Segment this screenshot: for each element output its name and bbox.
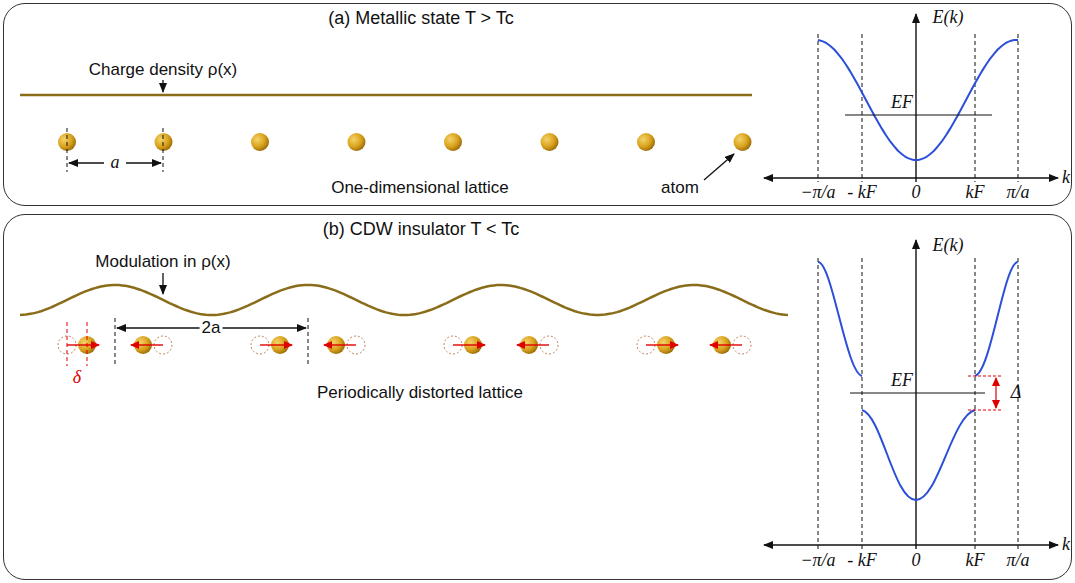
displacement-arrow xyxy=(260,344,292,345)
tick-label: −π/a xyxy=(800,551,835,571)
dimension-label: 2a xyxy=(200,319,223,338)
displacement-arrow xyxy=(517,344,549,345)
annotation: atom xyxy=(661,179,699,198)
dashed-guide xyxy=(67,128,68,172)
gap-label: Δ xyxy=(1011,383,1022,403)
gap-guides xyxy=(968,376,1002,410)
energy-band xyxy=(818,40,1018,160)
displacement-arrow xyxy=(710,344,742,345)
dashed-guide xyxy=(163,128,164,172)
tick-label: π/a xyxy=(1006,183,1029,203)
tick-label: - kF xyxy=(847,551,876,571)
charge-density-line xyxy=(20,94,752,97)
displacement-arrow xyxy=(453,344,485,345)
atom-row xyxy=(58,133,752,151)
fermi-level xyxy=(850,393,985,394)
dashed-guide xyxy=(308,318,309,366)
axis-label: k xyxy=(1062,535,1070,555)
annotation: Modulation in ρ(x) xyxy=(95,253,230,272)
dimension-arrow xyxy=(69,162,104,163)
charge-modulation xyxy=(20,285,788,315)
displacement-arrow xyxy=(67,344,99,345)
delta-label: δ xyxy=(73,368,81,388)
distorted-atom-row xyxy=(58,336,751,354)
delta-guide xyxy=(87,322,88,366)
tick-label: 0 xyxy=(912,551,921,571)
leader-arrow xyxy=(162,273,163,294)
leader-arrow xyxy=(704,154,734,180)
axis-label: E(k) xyxy=(933,8,964,28)
dashed-guide xyxy=(115,318,116,366)
dashed-guides xyxy=(818,258,1018,549)
fermi-label: EF xyxy=(889,371,915,391)
gap-arrow xyxy=(995,378,996,408)
leader-arrow xyxy=(162,80,163,92)
energy-axis xyxy=(915,14,916,182)
displacement-arrow xyxy=(324,344,356,345)
atom xyxy=(734,133,752,151)
displacement-arrow xyxy=(131,344,163,345)
caption-label: Periodically distorted lattice xyxy=(317,384,523,403)
fermi-level xyxy=(845,115,992,116)
delta-guide xyxy=(67,322,68,366)
dashed-guides xyxy=(818,34,1018,182)
caption-label: One-dimensional lattice xyxy=(331,179,509,198)
annotation: Charge density ρ(x) xyxy=(89,61,238,80)
k-axis xyxy=(764,544,1058,545)
tick-label: 0 xyxy=(912,183,921,203)
atom xyxy=(541,133,559,151)
fermi-label: EF xyxy=(889,93,915,113)
atom xyxy=(637,133,655,151)
atom xyxy=(348,133,366,151)
displacement-arrow xyxy=(646,344,678,345)
axis-label: k xyxy=(1062,168,1070,188)
dimension-label: a xyxy=(111,153,120,173)
tick-label: kF xyxy=(966,183,985,203)
atom xyxy=(251,133,269,151)
energy-axis xyxy=(915,240,916,549)
tick-label: kF xyxy=(966,551,985,571)
axis-label: E(k) xyxy=(933,236,964,256)
panel-title: (a) Metallic state T > Tc xyxy=(328,8,514,29)
atom xyxy=(444,133,462,151)
k-axis xyxy=(764,177,1058,178)
panel-title: (b) CDW insulator T < Tc xyxy=(323,219,520,240)
tick-label: −π/a xyxy=(800,183,835,203)
tick-label: - kF xyxy=(847,183,876,203)
tick-label: π/a xyxy=(1006,551,1029,571)
gapped-bands xyxy=(818,262,1018,500)
dimension-arrow xyxy=(126,162,161,163)
